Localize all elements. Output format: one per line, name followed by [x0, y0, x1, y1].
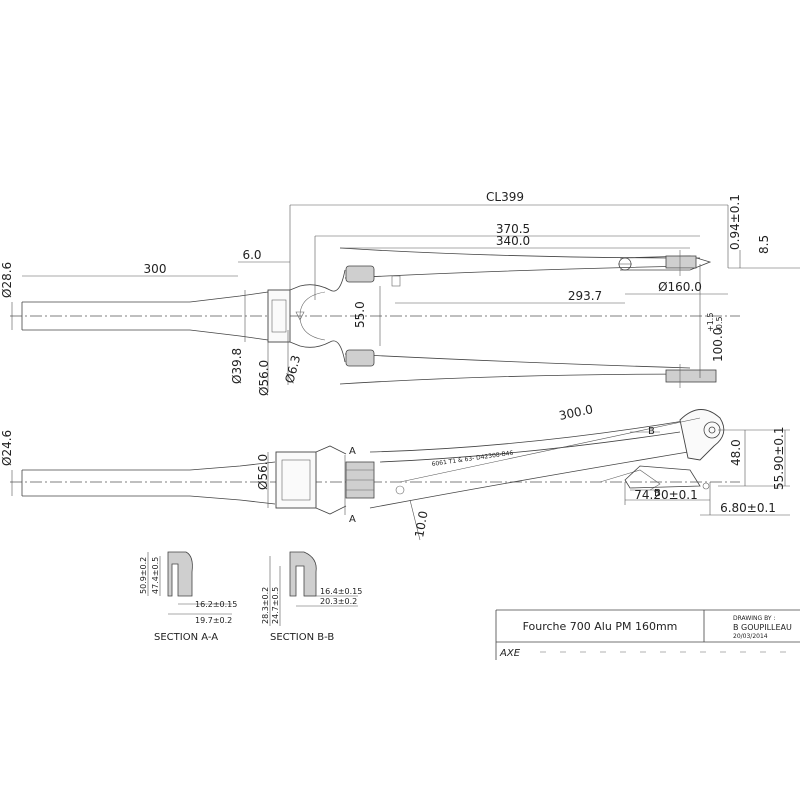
side-view: Ø24.6 Ø56.0 300.0 48.0 55.90±0.1 74.20±0…: [0, 402, 790, 541]
drawn-by-label: DRAWING BY :: [733, 615, 775, 622]
section-a-w2: 19.7±0.2: [195, 616, 232, 625]
section-b-label: SECTION B-B: [270, 632, 334, 643]
dim-8-5: 8.5: [757, 235, 771, 254]
top-view: CL399 370.5 340.0 300 6.0 293.7 Ø160.0 5…: [0, 190, 800, 396]
section-a-h2: 47.4±0.5: [151, 557, 160, 594]
section-mark-a-top: A: [349, 446, 356, 457]
drawing-date: 20/03/2014: [733, 633, 768, 640]
section-b-b: 28.3±0.2 24.7±0.5 16.4±0.15 20.3±0.2 SEC…: [261, 551, 362, 643]
side-dropout: [679, 409, 725, 490]
side-fork-blade: [369, 419, 701, 509]
dim-dia56-side: Ø56.0: [256, 454, 270, 490]
dim-100: 100.0: [711, 328, 725, 362]
drawn-by-author: B GOUPILLEAU: [733, 623, 792, 632]
section-a-a: 50.9±0.2 47.4±0.5 16.2±0.15 19.7±0.2 SEC…: [139, 551, 237, 643]
section-mark-b-bottom: B: [654, 488, 661, 499]
section-b-h1: 28.3±0.2: [261, 587, 270, 624]
dim-tol-pos: +1.5: [706, 313, 715, 332]
top-fork-blades: [339, 247, 701, 385]
dim-48: 48.0: [729, 439, 743, 466]
side-dimensions: [11, 417, 790, 541]
dim-dia39-8: Ø39.8: [230, 348, 244, 384]
dim-6-80: 6.80±0.1: [720, 501, 776, 515]
top-dropouts: [618, 250, 717, 388]
dim-dia6-3: Ø6.3: [282, 354, 303, 385]
dim-300: 300: [144, 262, 167, 276]
top-steerer-tube: [21, 291, 269, 341]
dim-0-94: 0.94±0.1: [728, 194, 742, 250]
dim-293-7: 293.7: [568, 289, 602, 303]
drawing-title: Fourche 700 Alu PM 160mm: [523, 620, 678, 633]
section-b-w1: 16.4±0.15: [320, 587, 362, 596]
section-mark-a-bottom: A: [349, 514, 356, 525]
dim-340: 340.0: [496, 234, 530, 248]
section-b-h2: 24.7±0.5: [271, 587, 280, 624]
material-stamp: 6061 T1 & 63- D42308-B46: [431, 450, 514, 468]
top-dimensions: [11, 204, 800, 392]
top-crown: [267, 269, 346, 363]
dim-dia24-6: Ø24.6: [0, 430, 14, 466]
dim-55-90: 55.90±0.1: [772, 427, 786, 491]
dim-dia28-6: Ø28.6: [0, 262, 14, 298]
dim-dia160: Ø160.0: [658, 280, 702, 294]
section-a-w1: 16.2±0.15: [195, 600, 237, 609]
section-a-label: SECTION A-A: [154, 632, 218, 643]
logo-text: AXE: [499, 648, 521, 659]
section-a-h1: 50.9±0.2: [139, 557, 148, 594]
dim-55: 55.0: [353, 301, 367, 328]
dim-370-5: 370.5: [496, 222, 530, 236]
section-b-w2: 20.3±0.2: [320, 597, 357, 606]
logo: AXE: [499, 648, 800, 659]
dim-74-20: 74.20±0.1: [634, 488, 698, 502]
dim-cl399: CL399: [486, 190, 524, 204]
dim-300-side: 300.0: [558, 402, 595, 423]
dim-6: 6.0: [242, 248, 261, 262]
dim-dia56: Ø56.0: [257, 360, 271, 396]
section-mark-b-top: B: [648, 426, 655, 437]
dim-tol-neg: -0.5: [715, 316, 724, 332]
title-block: Fourche 700 Alu PM 160mm DRAWING BY : B …: [495, 609, 800, 660]
side-steerer-tube: [21, 461, 276, 505]
dim-10: 10.0: [412, 510, 430, 539]
side-crown: [275, 445, 405, 515]
